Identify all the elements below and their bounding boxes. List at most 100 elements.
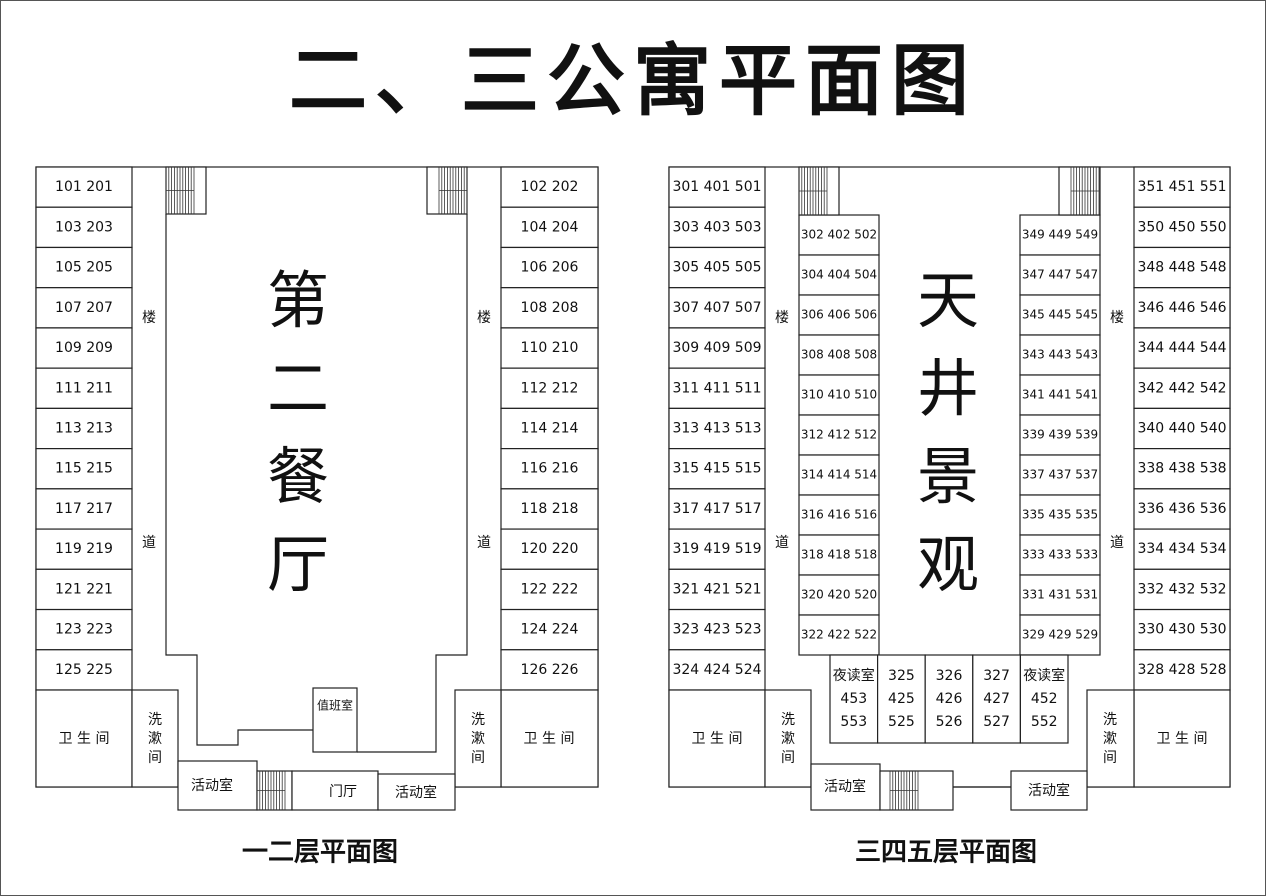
room-number: 333 433 533 <box>1022 548 1098 562</box>
room <box>1133 608 1231 651</box>
room-number: 526 <box>936 714 963 730</box>
room <box>798 294 880 336</box>
activity-room <box>1010 770 1088 811</box>
activity-room-label: 活动室 <box>395 784 437 801</box>
room <box>668 528 766 570</box>
room-number: 350 450 550 <box>1137 219 1226 235</box>
room-number: 427 <box>983 691 1010 707</box>
room-number: 103 203 <box>55 219 113 235</box>
room <box>35 327 133 369</box>
room <box>1019 614 1101 656</box>
room-number: 310 410 510 <box>801 388 877 402</box>
room-number: 340 440 540 <box>1137 421 1226 437</box>
room <box>1019 294 1101 336</box>
room-number: 453 <box>840 691 867 707</box>
room <box>35 649 133 691</box>
room <box>798 214 880 256</box>
dining-hall-wall <box>357 214 468 753</box>
room-number: 325 <box>888 668 915 684</box>
washroom-label: 洗 <box>471 712 485 728</box>
corridor-label: 道 <box>477 535 491 551</box>
room-number: 108 208 <box>521 300 579 316</box>
room <box>1133 448 1231 490</box>
room-number: 527 <box>983 714 1010 730</box>
room-number: 112 212 <box>521 380 579 396</box>
room-number: 夜读室 <box>833 667 875 684</box>
room-number: 118 218 <box>521 501 579 517</box>
room <box>500 287 599 329</box>
room-number: 331 431 531 <box>1022 588 1098 602</box>
room-number: 336 436 536 <box>1137 501 1226 517</box>
room-number: 122 222 <box>521 581 579 597</box>
toilet-label: 卫 生 间 <box>692 731 743 747</box>
room-number: 525 <box>888 714 915 730</box>
room-number: 347 447 547 <box>1022 268 1098 282</box>
room <box>500 407 599 450</box>
room-number: 319 419 519 <box>672 541 761 557</box>
room <box>668 166 766 208</box>
room-number: 343 443 543 <box>1022 348 1098 362</box>
corridor-label: 道 <box>142 535 156 551</box>
plan-caption: 一二层平面图 <box>242 838 398 868</box>
courtyard-label: 天 <box>917 264 979 337</box>
room-number: 552 <box>1031 714 1058 730</box>
corridor-label: 楼 <box>142 310 156 326</box>
room <box>500 246 599 289</box>
room-number: 311 411 511 <box>672 380 761 396</box>
room <box>876 654 926 744</box>
page-title: 二、三公寓平面图 <box>289 36 977 126</box>
room <box>1133 649 1231 691</box>
room <box>1019 534 1101 576</box>
washroom-label: 间 <box>781 750 795 766</box>
duty-room-label: 值班室 <box>317 698 353 713</box>
room-number: 301 401 501 <box>672 179 761 195</box>
room-number: 125 225 <box>55 662 113 678</box>
room <box>35 407 133 450</box>
room-number: 305 405 505 <box>672 260 761 276</box>
room-number: 321 421 521 <box>672 581 761 597</box>
room-number: 338 438 538 <box>1137 461 1226 477</box>
room-number: 341 441 541 <box>1022 388 1098 402</box>
duty-room <box>312 687 358 753</box>
room-number: 326 <box>936 668 963 684</box>
room <box>668 327 766 369</box>
washroom-label: 间 <box>148 750 162 766</box>
washroom-label: 漱 <box>1103 731 1117 747</box>
washroom-label: 洗 <box>781 712 795 728</box>
room-number: 302 402 502 <box>801 228 877 242</box>
hall-label: 餐 <box>267 440 329 513</box>
room-number: 113 213 <box>55 421 113 437</box>
room <box>924 654 974 744</box>
room <box>500 367 599 409</box>
room <box>972 654 1021 744</box>
room-number: 314 414 514 <box>801 468 877 482</box>
corridor-label: 楼 <box>477 310 491 326</box>
room-number: 330 430 530 <box>1137 622 1226 638</box>
room-number: 107 207 <box>55 300 113 316</box>
room <box>35 206 133 249</box>
activity-room-label: 活动室 <box>191 777 233 794</box>
room <box>798 534 880 576</box>
room-number: 328 428 528 <box>1137 662 1226 678</box>
room <box>1019 254 1101 296</box>
activity-room <box>177 760 258 811</box>
activity-room <box>810 763 881 811</box>
room <box>35 246 133 289</box>
activity-room-label: 活动室 <box>824 778 866 795</box>
room <box>668 608 766 651</box>
room <box>1019 494 1101 536</box>
room-number: 121 221 <box>55 581 113 597</box>
hall-label: 第 <box>267 264 329 337</box>
toilet <box>668 689 766 788</box>
room <box>668 488 766 530</box>
room <box>798 414 880 456</box>
room <box>35 568 133 611</box>
room-number: 316 416 516 <box>801 508 877 522</box>
washroom <box>454 689 502 788</box>
courtyard-label: 观 <box>917 528 979 601</box>
room-number: 124 224 <box>521 622 579 638</box>
room-number: 315 415 515 <box>672 461 761 477</box>
room-number: 110 210 <box>521 340 579 356</box>
room-number: 102 202 <box>521 179 579 195</box>
